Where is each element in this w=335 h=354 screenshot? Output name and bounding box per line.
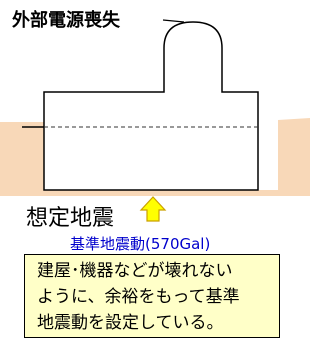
note-line: ように、余裕をもって基準 [37, 287, 240, 307]
note-box: 建屋･機器などが壊れない ように、余裕をもって基準 地震動を設定している。 [24, 254, 280, 338]
ground-area [0, 118, 310, 196]
diagram-title: 外部電源喪失 [12, 10, 120, 31]
earthquake-label: 想定地震 [26, 206, 115, 231]
note-line: 建屋･機器などが壊れない [37, 261, 233, 281]
note-line: 地震動を設定している。 [37, 313, 224, 333]
power-line [162, 19, 185, 23]
up-arrow-icon [139, 196, 167, 222]
ground-motion-label: 基準地震動(570Gal) [70, 235, 211, 253]
building-outline [43, 21, 259, 191]
